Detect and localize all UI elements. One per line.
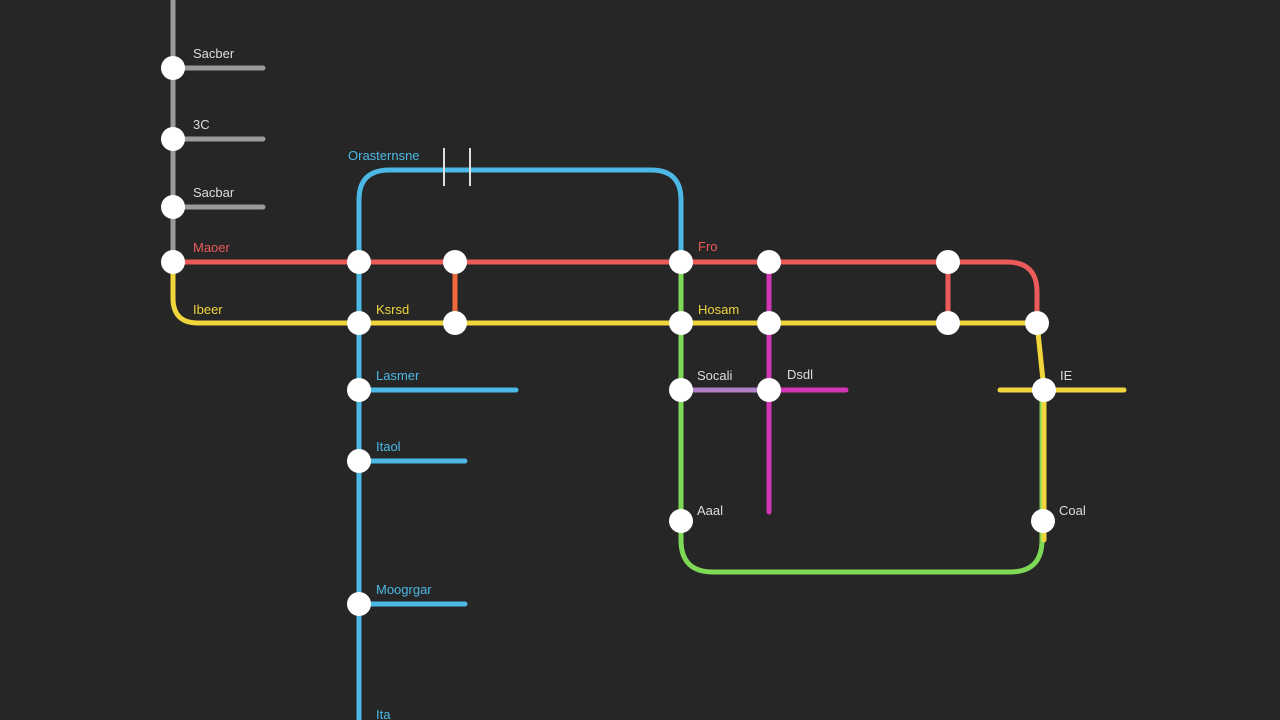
- station-blue-itaol[interactable]: [347, 449, 371, 473]
- station-red-blue[interactable]: [347, 250, 371, 274]
- station-green-se[interactable]: [1031, 509, 1055, 533]
- station-label-blue-branch2: Itaol: [376, 439, 401, 454]
- station-yellow-blue[interactable]: [347, 311, 371, 335]
- station-label-gray-top: Sacber: [193, 46, 235, 61]
- station-yellow-orange[interactable]: [443, 311, 467, 335]
- station-gray-mid[interactable]: [161, 127, 185, 151]
- station-label-blue-top: Orasternsne: [348, 148, 420, 163]
- station-east-cross[interactable]: [1032, 378, 1056, 402]
- station-magenta-dsdl[interactable]: [757, 378, 781, 402]
- station-label-yellow-center: Hosam: [698, 302, 739, 317]
- station-blue-lasmer[interactable]: [347, 378, 371, 402]
- station-label-gray-mid: 3C: [193, 117, 210, 132]
- station-label-green-se: Coal: [1059, 503, 1086, 518]
- station-label-gray-low: Sacbar: [193, 185, 235, 200]
- station-yellow-magenta[interactable]: [757, 311, 781, 335]
- blue-line: [356, 167, 684, 720]
- station-label-yellow-west: Ibeer: [193, 302, 223, 317]
- green-line: [678, 259, 1045, 575]
- station-yellow-east[interactable]: [936, 311, 960, 335]
- station-label-magenta-branch: Dsdl: [787, 367, 813, 382]
- station-label-blue-branch1: Lasmer: [376, 368, 420, 383]
- station-label-blue-branch3: Moogrgar: [376, 582, 432, 597]
- red-line: [170, 259, 1040, 326]
- station-green-socali[interactable]: [669, 378, 693, 402]
- station-green-sw[interactable]: [669, 509, 693, 533]
- station-red-magenta[interactable]: [757, 250, 781, 274]
- station-gray-top[interactable]: [161, 56, 185, 80]
- station-label-east-cross: IE: [1060, 368, 1073, 383]
- station-label-blue-center: Ksrsd: [376, 302, 409, 317]
- station-yellow-green[interactable]: [669, 311, 693, 335]
- station-yellow-corner[interactable]: [1025, 311, 1049, 335]
- station-red-green[interactable]: [669, 250, 693, 274]
- station-label-blue-bottom: Ita: [376, 707, 391, 720]
- station-red-orange[interactable]: [443, 250, 467, 274]
- station-red-east[interactable]: [936, 250, 960, 274]
- station-gray-low[interactable]: [161, 195, 185, 219]
- station-blue-moogrgar[interactable]: [347, 592, 371, 616]
- station-label-red-east: Fro: [698, 239, 718, 254]
- station-label-green-left: Socali: [697, 368, 733, 383]
- station-label-red-west: Maoer: [193, 240, 231, 255]
- station-label-green-sw: Aaal: [697, 503, 723, 518]
- station-red-west[interactable]: [161, 250, 185, 274]
